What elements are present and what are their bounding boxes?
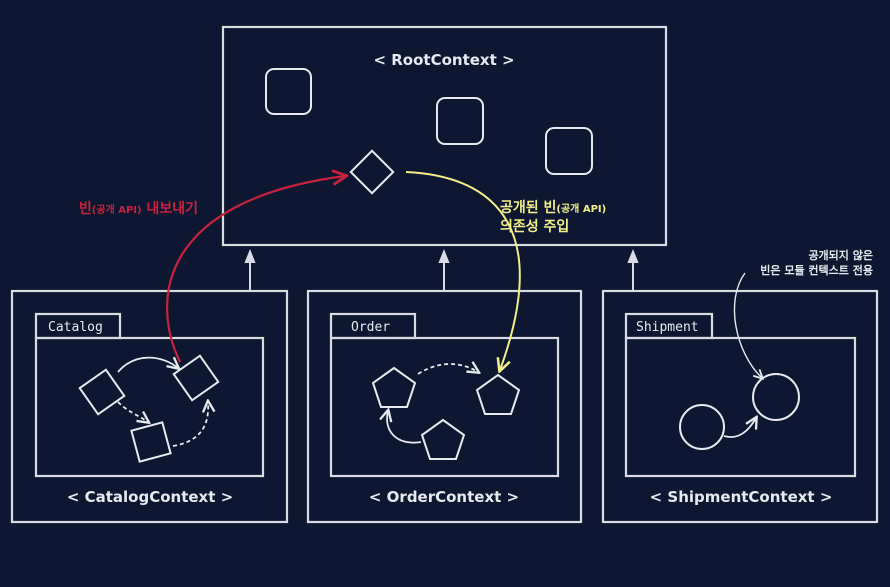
catalog-bean-square [172, 354, 220, 402]
export-rest-word: 내보내기 [142, 201, 198, 217]
shipment-bean-circle [752, 373, 800, 421]
private-annotation-line2: 빈은 모듈 컨텍스트 전용 [760, 263, 873, 277]
shipment-outer-box [601, 289, 879, 524]
catalog-dependency-arrow [172, 402, 208, 447]
order-dependency-arrow [417, 364, 478, 375]
parent-arrows [244, 249, 639, 290]
order-bean-pentagon [371, 366, 417, 408]
inject-annotation-line2: 의존성 주입 [500, 218, 569, 235]
root-context-box [221, 25, 668, 247]
order-outer-box [306, 289, 583, 524]
order-bean-pentagon [420, 418, 466, 460]
inject-annotation-line1: 공개된 빈(공개 API) [500, 199, 606, 216]
shipment-tab-label: Shipment [636, 320, 699, 335]
order-context: Order < OrderContext > [306, 289, 583, 524]
order-tab-label: Order [351, 320, 390, 335]
shipment-module-box [624, 336, 857, 478]
private-annotation-line1: 공개되지 않은 [808, 248, 873, 262]
root-bean-square [265, 68, 312, 115]
root-bean-square [545, 127, 593, 175]
catalog-module-box [34, 336, 265, 478]
order-module-box [329, 336, 560, 478]
catalog-context: Catalog < CatalogContext > [10, 289, 289, 524]
catalog-dependency-arrow [117, 358, 178, 373]
root-bean-square [436, 97, 484, 145]
export-annotation: 빈(공개 API) 내보내기 [79, 201, 198, 217]
export-bean-arrow [165, 176, 345, 363]
root-context: < RootContext > [221, 25, 668, 247]
catalog-bean-square [130, 421, 172, 463]
inject-api-note: (공개 API) [556, 202, 606, 215]
root-context-title: < RootContext > [373, 51, 514, 69]
order-context-title: < OrderContext > [369, 488, 519, 506]
catalog-dependency-arrow [117, 401, 148, 422]
catalog-module-tab [34, 312, 122, 340]
order-bean-pentagon [475, 373, 521, 415]
exported-bean-diamond [349, 149, 395, 195]
catalog-outer-box [10, 289, 289, 524]
shipment-dependency-arrow [723, 418, 756, 438]
catalog-context-title: < CatalogContext > [67, 488, 233, 506]
order-module-tab [329, 312, 417, 340]
order-dependency-arrow [387, 411, 422, 444]
export-api-note: (공개 API) [92, 203, 142, 216]
catalog-bean-square [78, 368, 126, 416]
export-bean-word: 빈 [79, 201, 92, 217]
shipment-bean-circle [679, 404, 725, 450]
inject-main-word: 공개된 빈 [500, 199, 556, 216]
private-bean-pointer-arrow [733, 272, 762, 378]
shipment-context: Shipment < ShipmentContext > [601, 272, 879, 524]
shipment-context-title: < ShipmentContext > [650, 488, 833, 506]
catalog-tab-label: Catalog [48, 320, 103, 335]
inject-bean-arrow [405, 171, 521, 370]
shipment-module-tab [624, 312, 714, 340]
